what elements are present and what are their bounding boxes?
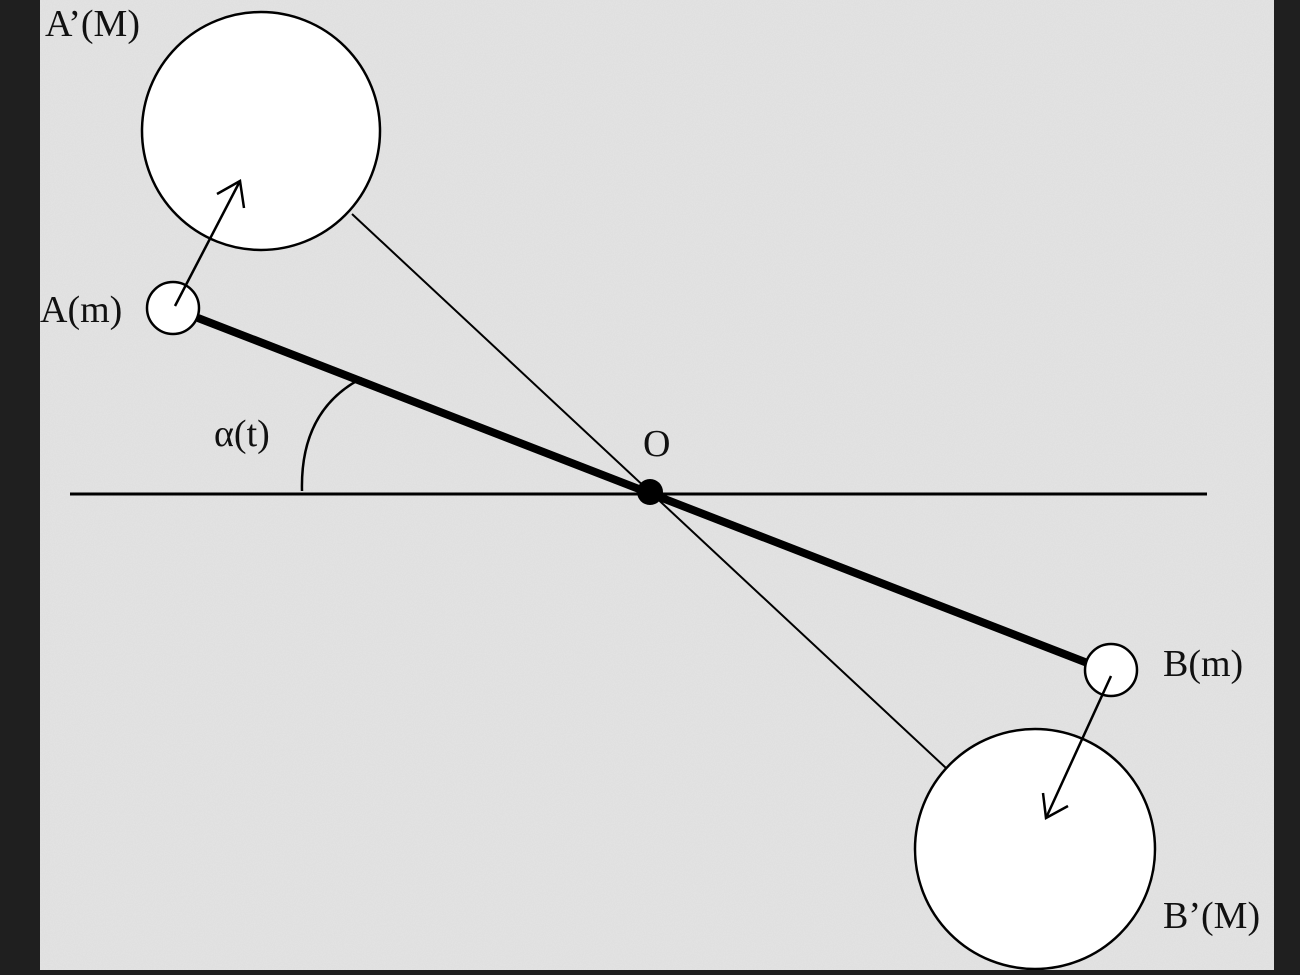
label-b-prime: B’(M) (1163, 895, 1260, 937)
label-a: A(m) (40, 289, 122, 331)
angle-alpha-arc (300, 376, 363, 492)
right-frame (1274, 0, 1300, 970)
label-o: O (643, 423, 670, 465)
left-frame (0, 0, 40, 970)
circle-b-prime (913, 727, 1157, 971)
circle-a-prime (140, 10, 382, 252)
label-a-prime: A’(M) (45, 3, 140, 45)
label-alpha: α(t) (214, 413, 270, 455)
arrow-a-to-a-prime (173, 179, 246, 307)
label-b: B(m) (1163, 643, 1243, 685)
circle-b (1083, 642, 1139, 698)
circle-a (145, 280, 201, 336)
pivot-o-dot (637, 479, 663, 505)
arrow-b-to-b-prime (1041, 675, 1113, 820)
